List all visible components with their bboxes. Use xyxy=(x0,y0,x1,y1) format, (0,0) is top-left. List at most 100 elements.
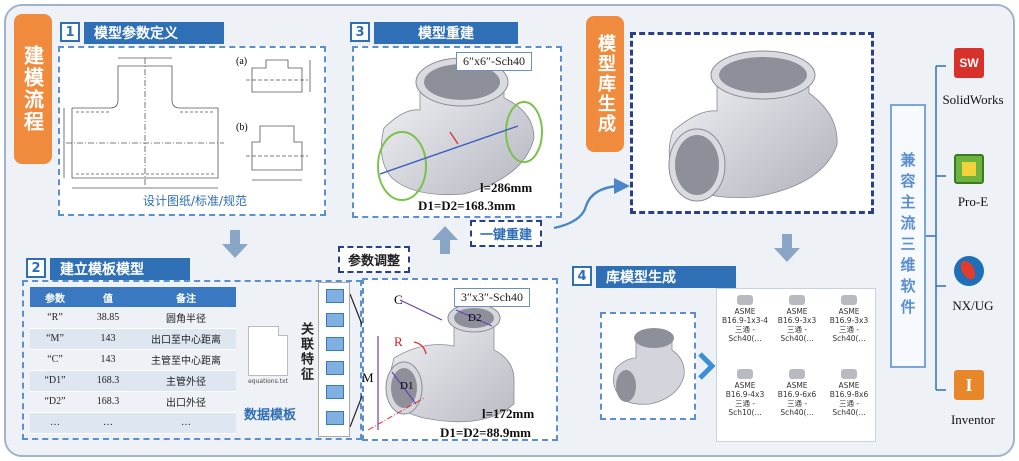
tee-file-icon xyxy=(737,369,753,379)
letter-r: R xyxy=(394,334,403,349)
section1-number: 1 xyxy=(60,22,80,42)
parameter-table: 参数 值 备注 “R” 38.85 圆角半径 “M” 143 出口至中心距离 “… xyxy=(30,287,236,434)
template-length: l=172mm xyxy=(482,406,535,421)
rebuild-arrow xyxy=(553,178,630,230)
list-item[interactable]: ASME B16.9-4x3 三通 -Sch10(... xyxy=(721,369,769,417)
compat-label: 兼容主流三维软件 xyxy=(890,104,926,368)
section3-number: 3 xyxy=(350,22,370,42)
library-tee-model xyxy=(668,50,838,202)
param-adjust-label: 参数调整 xyxy=(338,246,411,273)
rebuilt-size-tag: 6″x6″-Sch40 xyxy=(456,52,532,71)
table-cell: 168.3 xyxy=(80,370,136,392)
process-side-label: 建模流程 xyxy=(14,14,52,164)
table-cell: “D1” xyxy=(30,370,80,392)
table-cell: 圆角半径 xyxy=(136,307,236,329)
proe-icon xyxy=(954,154,984,184)
proe-label: Pro-E xyxy=(957,194,989,209)
table-cell: 主管外径 xyxy=(136,370,236,392)
section4-title: 库模型生成 xyxy=(596,266,736,288)
letter-c: C xyxy=(394,292,403,307)
table-header-param: 参数 xyxy=(30,287,80,307)
nx-label: NX/UG xyxy=(952,298,994,313)
table-cell: 出口外径 xyxy=(136,391,236,413)
template-diameter: D1=D2=88.9mm xyxy=(440,425,531,440)
table-cell: … xyxy=(30,412,80,434)
section1-drawing-panel: (a) (b) 设计图纸/标准/规范 xyxy=(58,46,326,216)
library-list-panel: ASME B16.9-1x3-4三通 -Sch40(... ASME B16.9… xyxy=(716,288,876,442)
table-cell: 143 xyxy=(80,328,136,350)
section1-title: 模型参数定义 xyxy=(84,22,224,44)
library-side-label: 模型库生成 xyxy=(586,16,624,152)
arrow-up xyxy=(432,226,458,254)
table-cell: “D2” xyxy=(30,391,80,413)
letter-d1: D1 xyxy=(400,380,414,392)
table-cell: … xyxy=(136,412,236,434)
template-size-tag: 3″x3″-Sch40 xyxy=(454,288,530,307)
tee-file-icon xyxy=(789,369,805,379)
feature-icon xyxy=(326,313,344,327)
table-cell: “R” xyxy=(30,307,80,329)
table-row: … … … xyxy=(30,412,236,434)
list-item[interactable]: ASME B16.9-3x3 三通 -Sch40(... xyxy=(773,295,821,343)
table-row: “C” 143 主管至中心距离 xyxy=(30,349,236,371)
related-features-label: 关联特征 xyxy=(298,322,313,382)
table-row: “R” 38.85 圆角半径 xyxy=(30,307,236,329)
table-cell: “C” xyxy=(30,349,80,371)
feature-icon xyxy=(326,411,344,425)
table-row: “M” 143 出口至中心距离 xyxy=(30,328,236,350)
inventor-label: Inventor xyxy=(950,412,996,427)
chevron-right-icon xyxy=(698,352,716,380)
section4-preview-panel xyxy=(600,312,696,420)
solidworks-label: SolidWorks xyxy=(942,92,1004,107)
data-template-label: 数据模板 xyxy=(244,408,297,423)
table-header-value: 值 xyxy=(80,287,136,307)
section1-caption: 设计图纸/标准/规范 xyxy=(142,194,248,208)
tee-file-icon xyxy=(789,295,805,305)
fig-b-label: (b) xyxy=(236,122,248,133)
section4-number: 4 xyxy=(572,266,592,286)
table-row: “D1” 168.3 主管外径 xyxy=(30,370,236,392)
feature-icon xyxy=(326,385,344,399)
list-item[interactable]: ASME B16.9-8x6 三通 -Sch40(... xyxy=(825,369,873,417)
feature-icon xyxy=(326,361,344,375)
equations-file-label: equations.txt xyxy=(248,378,288,385)
equations-file-icon xyxy=(248,326,288,376)
letter-m: M xyxy=(362,370,374,385)
software-tree xyxy=(926,65,946,391)
tee-file-icon xyxy=(737,295,753,305)
solidworks-icon: SW xyxy=(954,48,984,78)
list-item[interactable]: ASME B16.9-3x3 三通 -Sch40(... xyxy=(825,295,873,343)
section2-title: 建立模板模型 xyxy=(50,258,190,280)
inventor-icon: I xyxy=(954,370,984,400)
section2-panel xyxy=(22,280,362,440)
arrow-down-2 xyxy=(774,234,800,262)
rebuilt-diameter: D1=D2=168.3mm xyxy=(418,198,516,213)
feature-icons-column xyxy=(318,282,350,437)
section2-number: 2 xyxy=(26,258,46,278)
letter-d2: D2 xyxy=(468,312,482,324)
table-cell: 168.3 xyxy=(80,391,136,413)
tee-file-icon xyxy=(841,295,857,305)
table-cell: 主管至中心距离 xyxy=(136,349,236,371)
engineering-drawing xyxy=(63,57,311,189)
one-click-rebuild-label: 一键重建 xyxy=(470,220,543,247)
arrow-down-1 xyxy=(222,230,248,258)
table-cell: 143 xyxy=(80,349,136,371)
fig-a-label: (a) xyxy=(236,56,248,67)
feature-icon xyxy=(326,289,344,303)
library-model-panel xyxy=(630,32,874,214)
table-cell: 38.85 xyxy=(80,307,136,329)
table-cell: … xyxy=(80,412,136,434)
nx-icon xyxy=(954,256,984,286)
section3-panel xyxy=(352,46,562,218)
list-item[interactable]: ASME B16.9-1x3-4三通 -Sch40(... xyxy=(721,295,769,343)
rebuilt-length: l=286mm xyxy=(480,180,533,195)
table-row: “D2” 168.3 出口外径 xyxy=(30,391,236,413)
tee-file-icon xyxy=(841,369,857,379)
preview-tee-model xyxy=(613,328,685,405)
feature-icon xyxy=(326,337,344,351)
list-item[interactable]: ASME B16.9-6x6 三通 -Sch40(... xyxy=(773,369,821,417)
table-header-note: 备注 xyxy=(136,287,236,307)
table-cell: “M” xyxy=(30,328,80,350)
table-cell: 出口至中心距离 xyxy=(136,328,236,350)
